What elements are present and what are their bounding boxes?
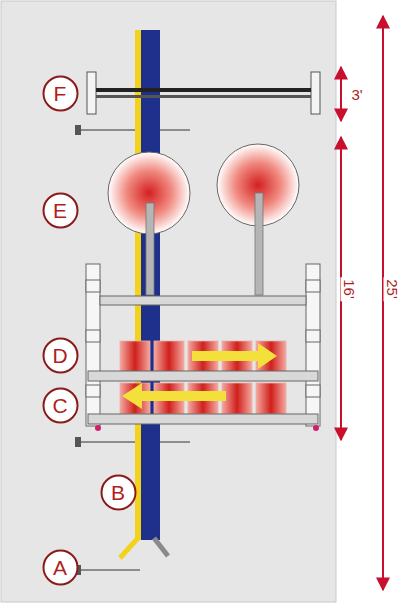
callout-letter: E xyxy=(42,192,79,229)
callout-letter: A xyxy=(42,549,79,586)
rail-frame xyxy=(87,72,320,114)
pin-dot xyxy=(313,425,319,431)
radiant-heaters xyxy=(108,144,299,295)
scaffold-bars xyxy=(88,371,318,424)
callout-circle: E xyxy=(42,192,79,229)
pin-dot xyxy=(95,425,101,431)
callout-letter: D xyxy=(42,337,79,374)
callout-letter: B xyxy=(100,474,137,511)
callout-letter: C xyxy=(42,387,79,424)
callout-letter: F xyxy=(42,75,79,112)
scaffold xyxy=(86,264,320,426)
callout-circle: A xyxy=(42,549,79,586)
heater-block xyxy=(154,341,184,372)
callout-circle: C xyxy=(42,387,79,424)
heater-block xyxy=(256,383,286,414)
callout-circle: B xyxy=(100,474,137,511)
flow-arrows xyxy=(122,343,277,409)
dimension-label: 16' xyxy=(341,277,358,301)
heater-block xyxy=(222,383,252,414)
dimension-arrows xyxy=(341,16,383,590)
heater-block xyxy=(120,341,150,372)
marker-lines xyxy=(75,125,190,575)
dimension-label: 3' xyxy=(349,86,364,103)
callout-circle: F xyxy=(42,75,79,112)
dimension-label: 25' xyxy=(384,277,400,301)
callout-circle: D xyxy=(42,337,79,374)
ground-panel xyxy=(1,1,336,602)
